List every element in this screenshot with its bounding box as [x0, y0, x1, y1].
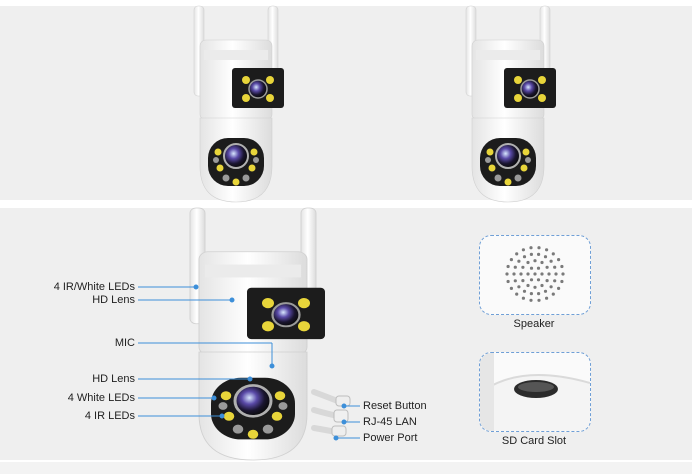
- speaker-hole: [537, 298, 541, 302]
- label-ir-white-leds: 4 IR/White LEDs: [53, 281, 135, 293]
- speaker-hole: [560, 279, 564, 284]
- speaker-hole: [512, 272, 516, 276]
- speaker-hole: [521, 265, 525, 269]
- speaker-hole: [545, 296, 549, 300]
- speaker-hole: [509, 258, 513, 262]
- speaker-hole: [526, 272, 530, 276]
- caption-sd-card-slot: SD Card Slot: [501, 435, 567, 447]
- bottom-strip: [0, 462, 692, 474]
- speaker-hole: [533, 272, 537, 276]
- speaker-hole: [557, 286, 561, 290]
- speaker-hole: [536, 278, 541, 282]
- speaker-hole: [533, 259, 537, 263]
- speaker-hole: [545, 279, 549, 283]
- speaker-hole: [522, 289, 527, 293]
- label-hd-lens-top: HD Lens: [92, 294, 135, 306]
- speaker-grille-icon: [505, 246, 565, 302]
- sd-card-detail: [479, 352, 591, 432]
- speaker-hole: [536, 266, 541, 270]
- speaker-hole: [551, 292, 555, 296]
- speaker-hole: [529, 266, 534, 270]
- speaker-hole: [529, 298, 533, 302]
- speaker-hole: [506, 264, 510, 269]
- top-product-panel: [0, 6, 692, 200]
- speaker-hole: [537, 246, 541, 250]
- label-reset-button: Reset Button: [363, 400, 427, 412]
- label-power-port: Power Port: [363, 432, 418, 444]
- speaker-hole: [560, 264, 564, 269]
- speaker-hole: [519, 272, 523, 276]
- label-ir-leds: 4 IR LEDs: [84, 410, 135, 422]
- speaker-hole: [522, 255, 527, 259]
- speaker-hole: [526, 260, 530, 265]
- speaker-hole: [529, 252, 533, 256]
- speaker-hole: [554, 272, 558, 276]
- speaker-hole: [517, 285, 521, 289]
- speaker-hole: [505, 272, 509, 276]
- speaker-hole: [513, 265, 517, 269]
- speaker-hole: [549, 259, 553, 263]
- speaker-hole: [506, 279, 510, 284]
- speaker-hole: [529, 292, 533, 296]
- speaker-hole: [537, 252, 541, 256]
- speaker-detail: [479, 235, 591, 315]
- speaker-hole: [549, 285, 553, 289]
- cable-connectors: [311, 389, 351, 437]
- speaker-hole: [561, 272, 565, 276]
- label-white-leds: 4 White LEDs: [67, 392, 135, 404]
- label-mic: MIC: [114, 337, 135, 349]
- sd-card-slot-icon: [480, 353, 590, 431]
- speaker-hole: [540, 260, 544, 265]
- label-rj45-lan: RJ-45 LAN: [363, 416, 417, 428]
- speaker-hole: [537, 292, 541, 296]
- speaker-hole: [545, 248, 549, 252]
- speaker-hole: [553, 279, 557, 283]
- speaker-hole: [521, 296, 525, 300]
- label-hd-lens-bottom: HD Lens: [92, 373, 135, 385]
- speaker-hole: [529, 278, 534, 282]
- speaker-hole: [553, 265, 557, 269]
- speaker-hole: [521, 279, 525, 283]
- speaker-hole: [543, 289, 548, 293]
- speaker-hole: [521, 248, 525, 252]
- speaker-hole: [533, 285, 537, 289]
- caption-speaker: Speaker: [513, 318, 555, 330]
- speaker-hole: [540, 272, 544, 276]
- speaker-hole: [515, 252, 519, 256]
- speaker-hole: [526, 283, 530, 288]
- speaker-hole: [551, 252, 555, 256]
- speaker-hole: [545, 265, 549, 269]
- speaker-hole: [517, 259, 521, 263]
- speaker-hole: [515, 292, 519, 296]
- speaker-hole: [557, 258, 561, 262]
- speaker-hole: [513, 279, 517, 283]
- speaker-hole: [540, 283, 544, 288]
- speaker-hole: [547, 272, 551, 276]
- speaker-hole: [509, 286, 513, 290]
- speaker-hole: [543, 255, 548, 259]
- speaker-hole: [529, 246, 533, 250]
